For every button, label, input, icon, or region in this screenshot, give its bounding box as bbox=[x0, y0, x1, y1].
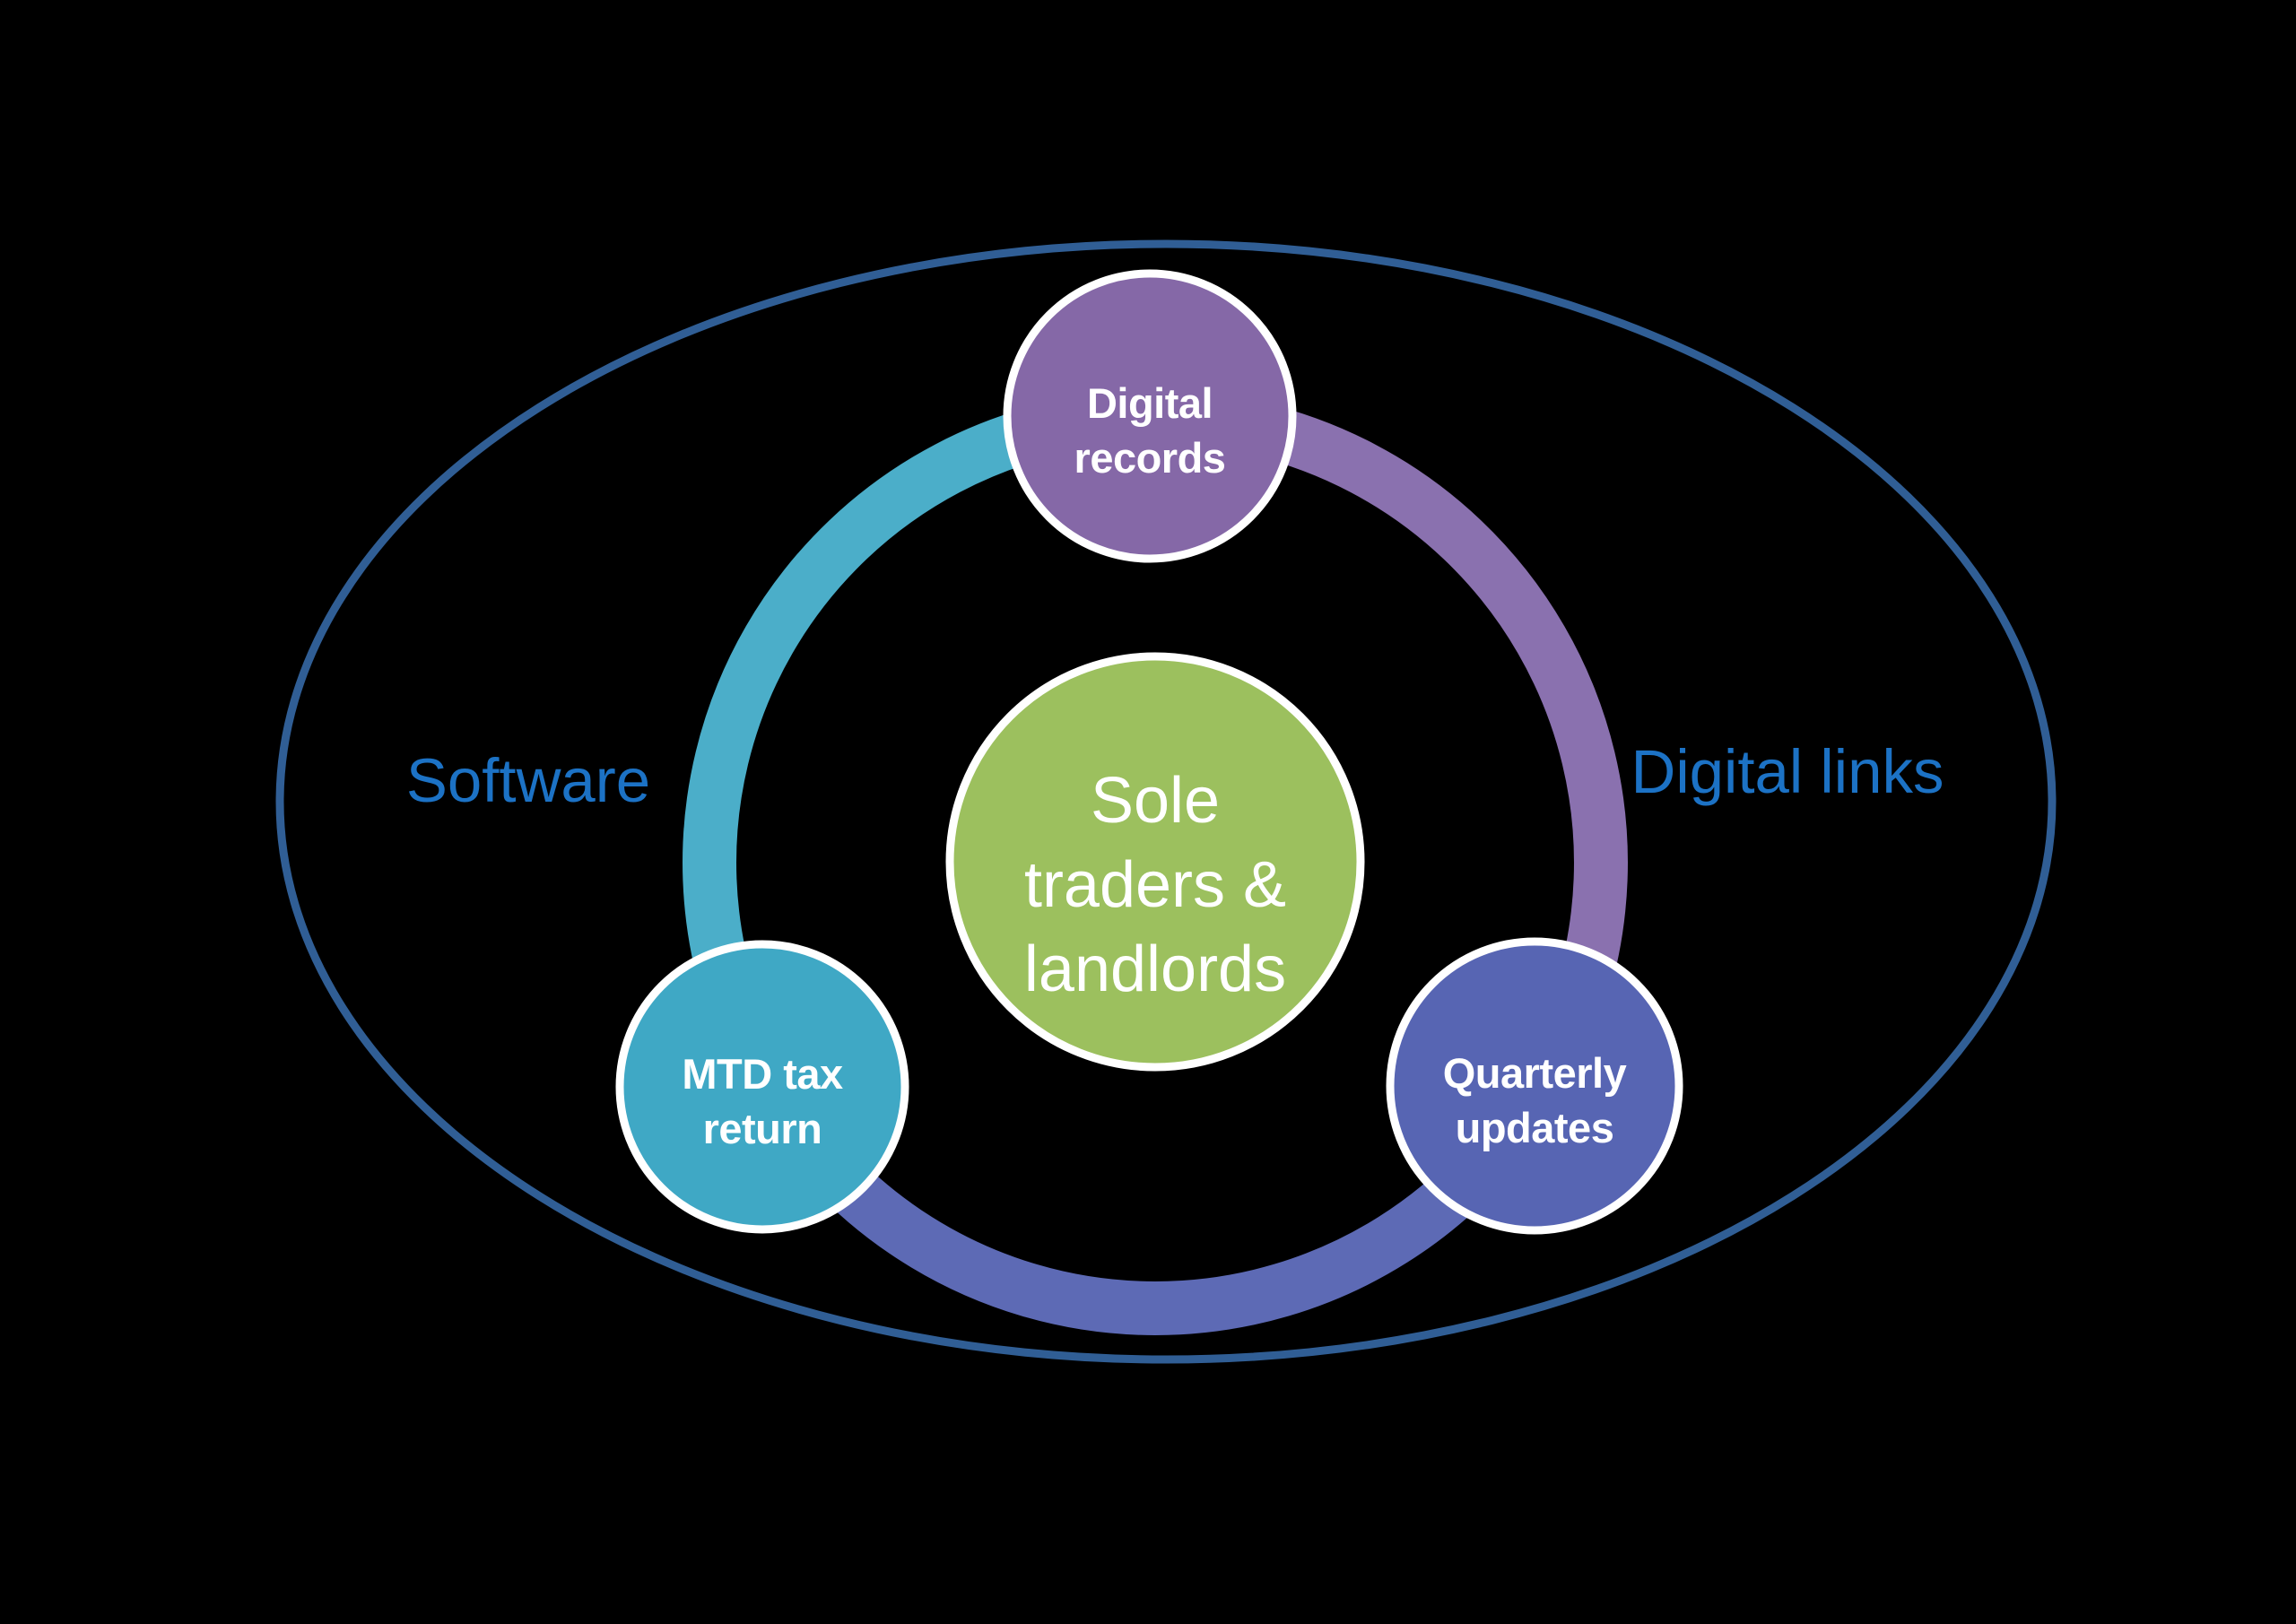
center-label-line1: Sole bbox=[1091, 765, 1220, 837]
digital-records-label-line2: records bbox=[1074, 434, 1226, 482]
center-label-line2: traders & bbox=[1024, 849, 1286, 921]
outer-ellipse bbox=[275, 239, 2057, 1364]
mtd-tax-return-label-line1: MTD tax bbox=[682, 1050, 843, 1098]
center-circle-sole-traders-landlords bbox=[945, 652, 1365, 1072]
label-software: Software bbox=[406, 746, 650, 815]
node-circle-digital-records bbox=[1003, 269, 1297, 563]
node-circle-mtd-tax-return bbox=[615, 940, 909, 1234]
quarterly-updates-label-line2: updates bbox=[1456, 1104, 1614, 1151]
quarterly-updates-label-line1: Quarterly bbox=[1443, 1049, 1627, 1097]
node-circle-quarterly-updates bbox=[1386, 937, 1683, 1235]
center-label-line3: landlords bbox=[1024, 934, 1286, 1005]
digital-records-label-line1: Digital bbox=[1087, 379, 1213, 427]
mtd-tax-return-label-line2: return bbox=[703, 1105, 822, 1152]
label-digital-links: Digital links bbox=[1631, 737, 1944, 806]
